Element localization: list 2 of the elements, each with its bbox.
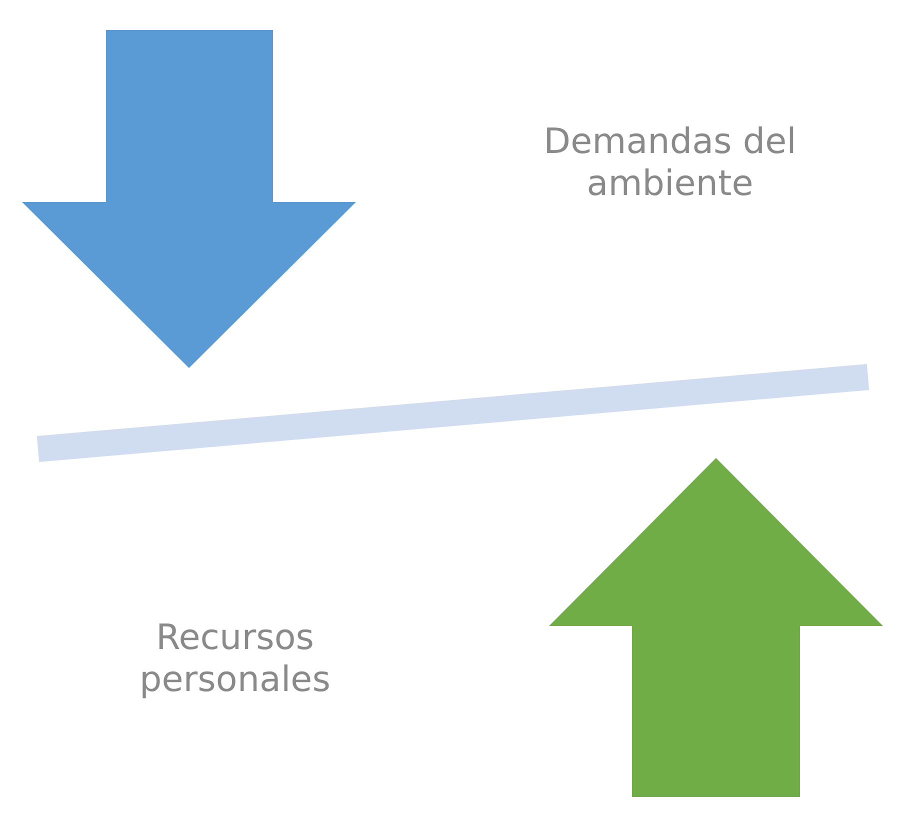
label-text: Demandas del ambiente xyxy=(542,121,798,205)
label-text: Recursos personales xyxy=(138,617,332,701)
